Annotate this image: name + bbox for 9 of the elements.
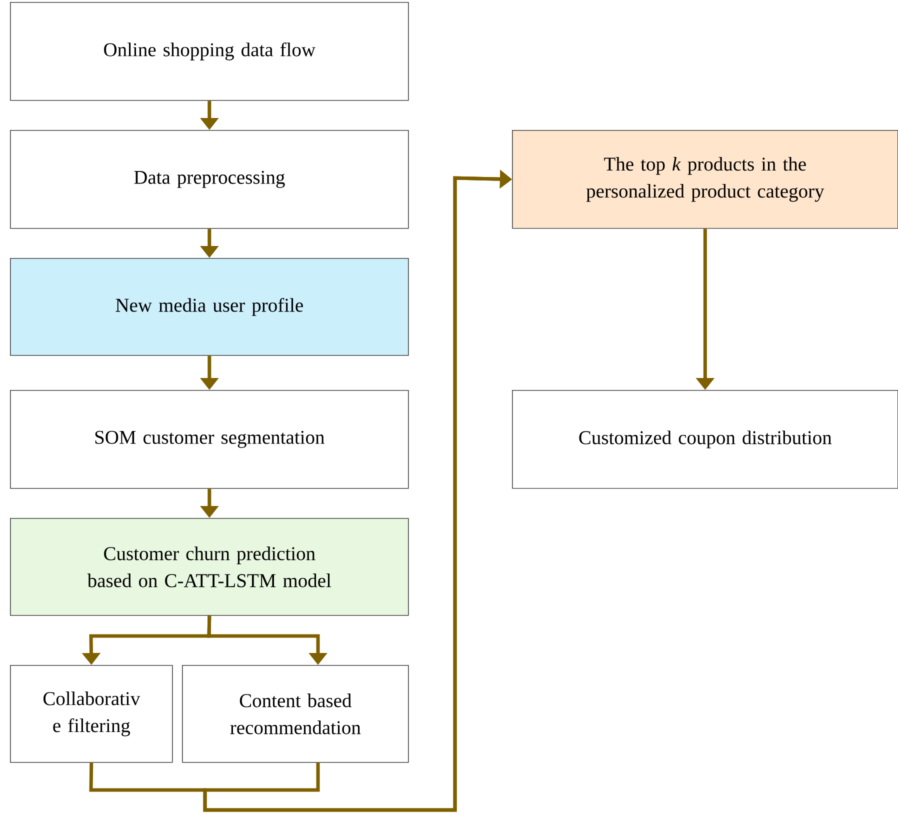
process-box: Customized coupon distribution: [512, 390, 898, 489]
process-box: Collaborativ e filtering: [10, 665, 173, 763]
process-box: SOM customer segmentation: [10, 390, 409, 489]
process-box: New media user profile: [10, 258, 409, 356]
process-box: Online shopping data flow: [10, 2, 409, 101]
process-box: The top k products in the personalized product category: [512, 130, 898, 229]
process-box: Customer churn prediction based on C-ATT-LSTM model: [10, 518, 409, 616]
process-box: Data preprocessing: [10, 130, 409, 229]
process-box: Content based recommendation: [182, 665, 409, 763]
